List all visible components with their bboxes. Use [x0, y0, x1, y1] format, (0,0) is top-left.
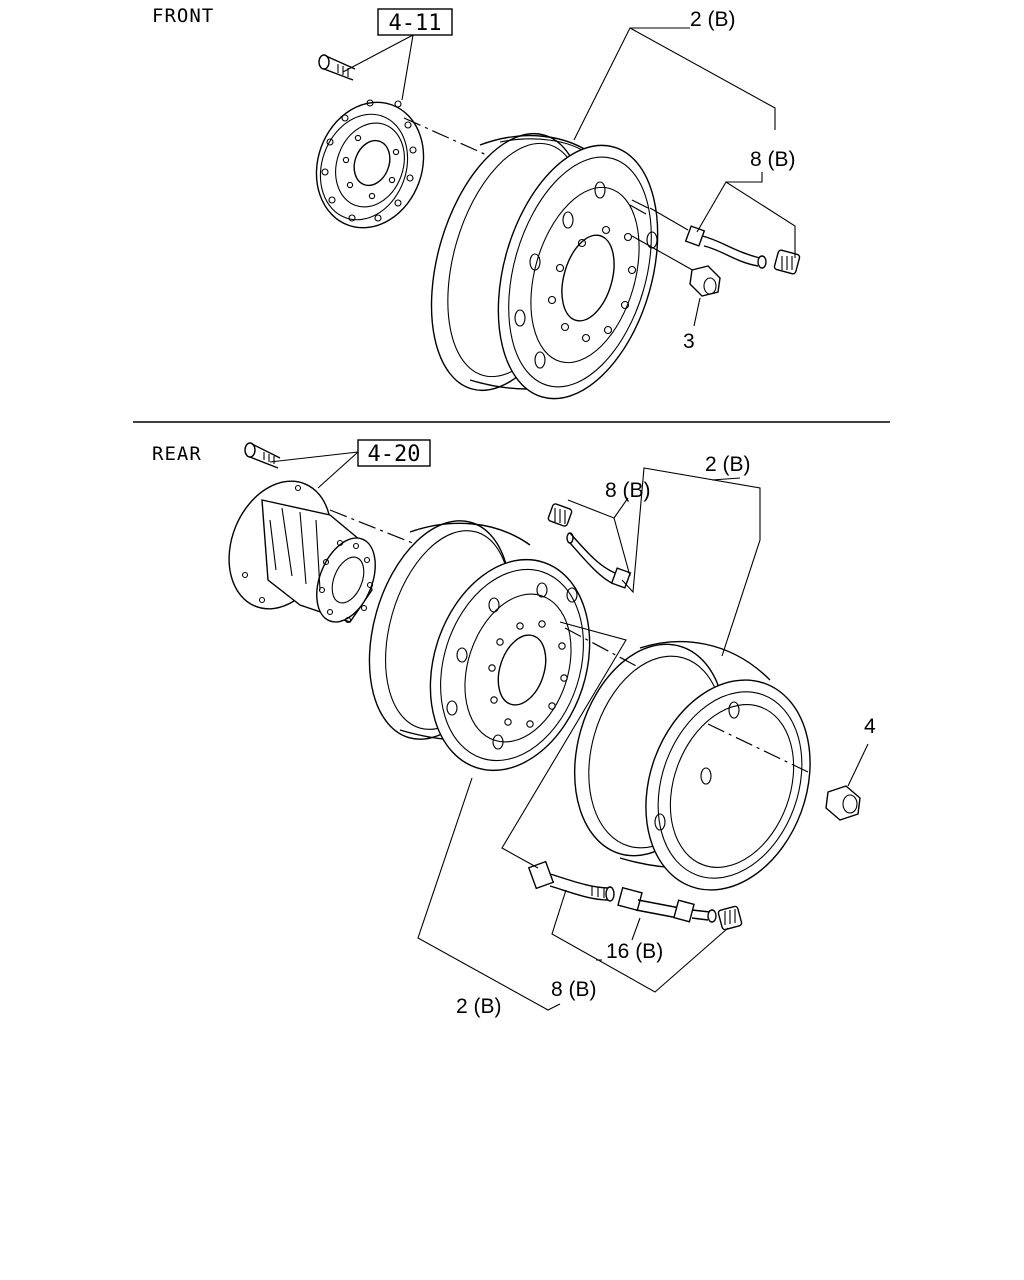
front-wheel-callout: 2 (B)	[690, 8, 736, 31]
rear-lower-valve-stem	[527, 860, 615, 902]
rear-lower-valve-cap	[717, 905, 743, 931]
front-wheel-rim	[430, 132, 659, 400]
front-section: FRONT 4-11	[152, 5, 801, 400]
front-nut-callout: 3	[683, 330, 695, 353]
rear-wheel-bottom-callout: 2 (B)	[456, 995, 502, 1018]
rear-inner-wheel-rim	[368, 520, 591, 772]
rear-valve-top-callout: 8 (B)	[605, 479, 651, 502]
front-centerline	[403, 117, 499, 161]
rear-nut-callout: 4	[864, 715, 876, 738]
rear-wheel-axis	[564, 627, 809, 773]
rear-wheel-nut	[825, 743, 869, 821]
front-hub-bolt	[318, 54, 356, 81]
rear-wheel-top-label-tick	[711, 477, 741, 481]
rear-inner-valve-route-line	[501, 621, 627, 869]
front-ref-box-label: 4-11	[389, 11, 442, 36]
rear-ref-box-label: 4-20	[368, 442, 421, 467]
front-ref-box[interactable]: 4-11	[377, 8, 453, 36]
rear-section: REAR 4-20	[152, 439, 876, 1018]
rear-section-label: REAR	[152, 443, 202, 465]
front-valve-stem	[649, 207, 767, 269]
rear-upper-valve-cap	[547, 503, 573, 527]
rear-valve-bottom-callout: 8 (B)	[551, 978, 597, 1001]
rear-upper-valve-stem	[566, 532, 632, 589]
rear-hub	[228, 480, 376, 624]
rear-ref-box[interactable]: 4-20	[357, 439, 431, 467]
front-valve-callout-line	[696, 172, 796, 258]
front-section-label: FRONT	[152, 5, 214, 27]
rear-valve-top-callout-line	[567, 497, 631, 577]
rear-centerline	[329, 509, 426, 549]
front-valve-cap	[773, 249, 801, 275]
rear-valve-extension	[617, 886, 717, 923]
rear-wheel-top-callout-line	[621, 467, 761, 657]
front-valve-callout: 8 (B)	[750, 148, 796, 171]
front-wheel-callout-line	[573, 27, 776, 141]
rear-valve-bottom-callout-line	[551, 889, 729, 993]
rear-ref-leaders	[269, 451, 359, 489]
rear-wheel-top-callout: 2 (B)	[705, 453, 751, 476]
rear-outer-wheel-rim	[573, 640, 811, 891]
rear-hub-bolt	[244, 442, 281, 469]
rear-extension-callout: 16 (B)	[606, 940, 663, 963]
front-hub-flange	[315, 99, 425, 229]
front-nut-callout-line	[693, 297, 701, 327]
front-wheel-nut	[631, 235, 721, 297]
rear-wheel-bottom-callout-line	[417, 777, 561, 1011]
rear-extension-callout-line	[631, 917, 641, 941]
front-ref-leaders	[342, 34, 414, 101]
